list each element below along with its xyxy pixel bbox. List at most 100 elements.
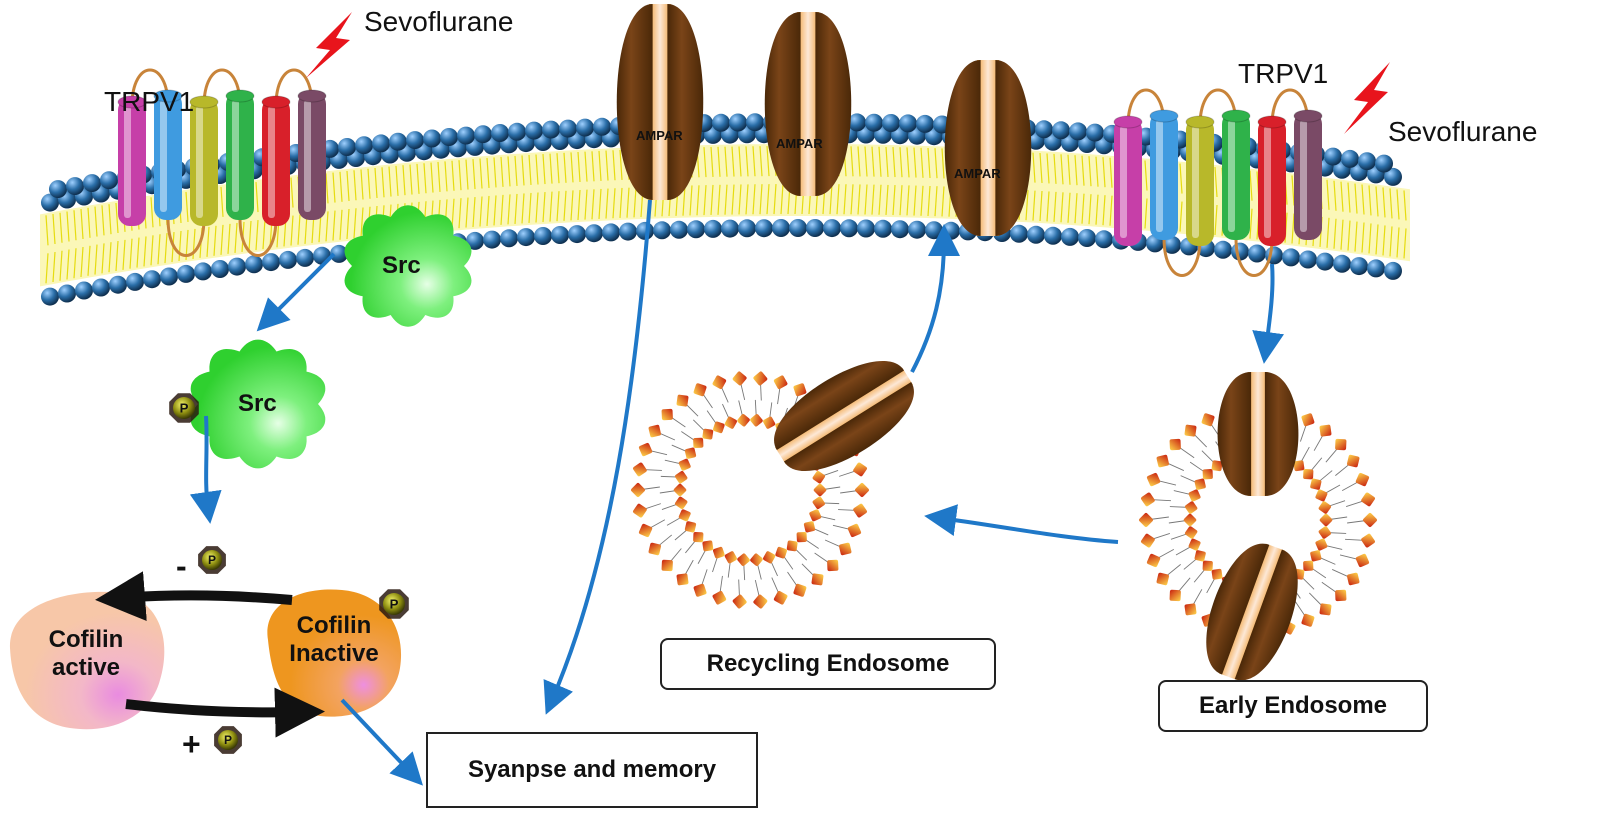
vesicle-head-inner [786, 540, 798, 552]
vesicle-head-outer [1355, 472, 1370, 487]
vesicle-head-outer [1355, 553, 1370, 568]
lipid-head [1299, 250, 1317, 269]
vesicle-head-inner [813, 483, 827, 497]
cofilin-active-blob [9, 591, 165, 730]
trpv1-label-right: TRPV1 [1238, 58, 1329, 89]
lipid-tail [129, 238, 133, 269]
lipid-head [576, 118, 594, 137]
vesicle-head-outer [1335, 589, 1347, 602]
lipid-tail [332, 172, 336, 203]
lipid-tail [521, 155, 525, 186]
lipid-tail [710, 146, 714, 178]
vesicle-head-outer [1347, 572, 1360, 586]
vesicle-head-inner [724, 416, 737, 429]
lipid-tail [1046, 153, 1050, 184]
lipid-tail [290, 215, 294, 246]
ampar-label-1: AMPAR [636, 128, 683, 143]
lipid-head [865, 113, 883, 132]
trpv1-helix-top [297, 89, 327, 103]
lipid-head [1052, 121, 1070, 140]
vesicle-head-outer [712, 590, 727, 605]
lipid-tail [479, 158, 483, 189]
vesicle-head-inner [1211, 460, 1223, 472]
lipid-tail [87, 207, 91, 238]
lipid-head [1086, 123, 1104, 142]
lipid-tail [339, 209, 343, 240]
vesicle-head-outer [1201, 413, 1215, 427]
blue-arrows [189, 199, 1284, 786]
lipid-tail [87, 245, 91, 276]
lipid-head [712, 113, 730, 132]
lipid-tail [94, 244, 98, 275]
lipid-tail [451, 160, 455, 191]
lipid-tail [780, 184, 784, 215]
lipid-head [440, 128, 458, 146]
trpv1-helix-shine [1192, 126, 1199, 238]
lipid-head [508, 122, 526, 141]
lipid-tail [353, 208, 357, 239]
lipid-head [423, 129, 441, 148]
trpv1-helix-top [225, 89, 255, 103]
lipid-tail [255, 182, 259, 213]
lipid-head [1384, 167, 1402, 186]
lipid-head [49, 180, 67, 199]
vesicle-head-outer [661, 559, 673, 572]
lipid-tail [1326, 179, 1330, 210]
vesicle-head-outer [1319, 603, 1332, 616]
lipid-tail [871, 146, 875, 177]
lipid-head [338, 138, 356, 156]
lipid-head [670, 220, 688, 239]
trpv1-helix-shine [1300, 120, 1307, 232]
vesicle-head-inner [750, 553, 763, 566]
vesicle-head-outer [638, 442, 653, 457]
phosphate-label: P [208, 553, 216, 567]
lipid-tail [528, 154, 532, 185]
trpv1-helix-shine [268, 106, 275, 218]
lipid-head [559, 119, 577, 138]
lipid-head [653, 221, 671, 240]
lipid-tail [843, 184, 847, 215]
lipid-tail [1354, 221, 1358, 252]
lipid-tail [598, 150, 602, 181]
lipid-tail [766, 146, 770, 177]
phosphate-label: P [390, 597, 399, 612]
vesicle-head-outer [793, 583, 807, 597]
vesicle-head-inner [1194, 478, 1206, 490]
lipid-tail [1053, 153, 1057, 184]
trpv1-helix [118, 98, 146, 226]
lipid-head [296, 248, 314, 267]
ampar-label-2: AMPAR [776, 136, 823, 151]
lipid-tail [1403, 190, 1407, 221]
lipid-head [355, 136, 373, 155]
lipid-tail [52, 251, 56, 283]
lipid-tail [101, 205, 105, 236]
lipid-tail [101, 243, 105, 274]
vesicle-head-outer [638, 523, 653, 538]
lipid-tail [1046, 191, 1050, 222]
ampar-receptor [774, 360, 914, 472]
trpv1-helix [1222, 112, 1250, 240]
lipid-head [1027, 225, 1045, 244]
vesicle-head-outer [661, 408, 673, 421]
lipid-tail [521, 193, 525, 224]
trpv1-loop [1126, 88, 1310, 277]
lipid-tail [906, 185, 910, 216]
ampar-membrane-group [616, 4, 1032, 236]
lipid-tail [1291, 213, 1295, 244]
lipid-tail [59, 212, 63, 243]
lipid-head [211, 260, 229, 278]
lipid-tail [416, 163, 420, 194]
lipid-tail [906, 147, 910, 178]
lipid-tail [577, 151, 581, 183]
phosphate-icon: P [198, 546, 226, 574]
lipid-tail [766, 184, 770, 215]
lipid-tail [332, 210, 336, 241]
lipid-head [228, 257, 246, 276]
trpv1-helix-top [1293, 109, 1323, 123]
lipid-tail [738, 146, 742, 177]
trpv1-helix-top [261, 95, 291, 109]
lipid-head [372, 134, 390, 153]
lipid-tail [479, 196, 483, 227]
lipid-tail [1032, 190, 1036, 221]
